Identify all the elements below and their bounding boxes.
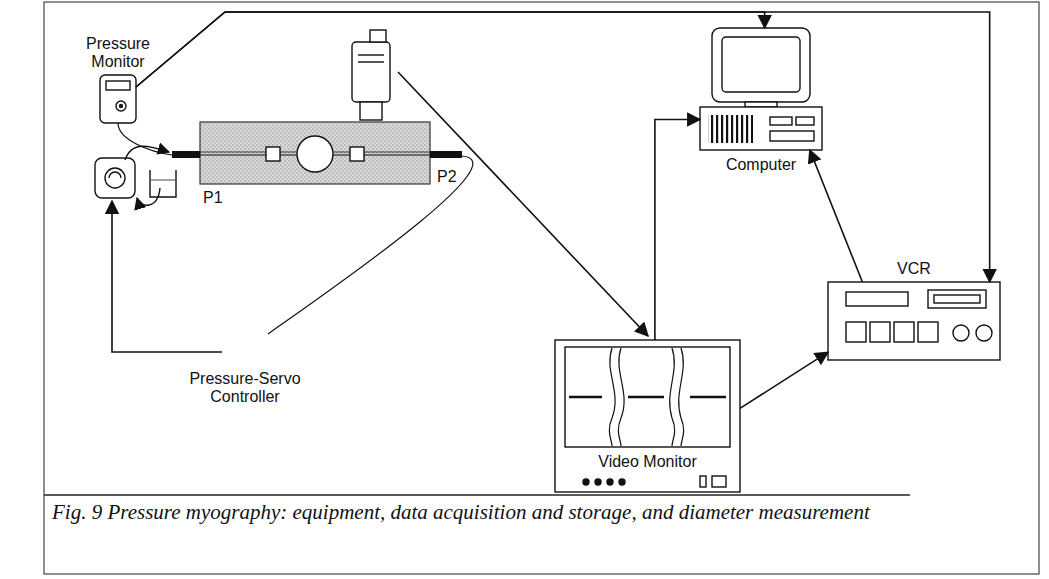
reservoir-beaker-part [150,170,176,197]
figure-caption: Fig. 9 Pressure myography: equipment, da… [52,500,960,524]
video-monitor-drawing-part [609,348,683,446]
video-monitor-drawing-part [569,396,602,399]
vcr-drawing-part [953,325,969,341]
video-monitor-drawing-part [583,479,589,485]
video-monitor-drawing [555,340,740,492]
vessel-chamber-part [430,151,462,158]
reservoir-beaker-part [151,180,175,181]
port-label: P1 [203,189,223,207]
computer-drawing-part [745,102,777,107]
servo-to-pump-line-part [112,201,222,352]
pump-part [95,158,135,198]
video-camera-part [360,102,382,120]
pressure-monitor-device-part [100,75,136,123]
frame-part [44,494,910,495]
flow-arrows-part [137,188,160,205]
video-camera-part [352,42,390,102]
computer-drawing-part [722,37,800,92]
computer-drawing-part [770,117,792,125]
video-monitor-drawing-part [607,479,613,485]
video-monitor-drawing-part [609,348,615,446]
pump-part [109,172,121,178]
signal-arrow [740,352,828,408]
pressure-monitor-device [100,75,136,123]
video-camera-part [358,61,384,62]
monitor-wire-part [118,123,172,155]
video-monitor-drawing-part [700,476,706,487]
pump-part [105,168,125,188]
computer-drawing-part [712,28,810,102]
video-monitor-drawing-part [565,347,730,447]
video-monitor-drawing-part [628,396,664,399]
video-monitor-drawing-part [595,479,601,485]
frame [44,2,1039,574]
pressure-monitor-device-part [120,105,123,108]
computer-drawing-part [796,117,814,125]
vcr-drawing-part [928,290,986,308]
video-monitor-drawing-part [712,476,726,487]
node-label: Pressure Monitor [76,35,160,71]
vcr-drawing-part [828,282,1000,360]
video-monitor-drawing-part [618,348,624,446]
signal-arrow [136,12,990,282]
reservoir-beaker [150,170,176,197]
vcr-drawing-part [846,322,866,342]
computer-drawing-part [700,107,822,150]
pressure-monitor-device-part [116,101,126,111]
vcr-drawing-part [846,292,908,306]
vcr-drawing-part [918,322,938,342]
computer: Computer [700,28,822,150]
video-camera [352,30,390,120]
video-monitor-drawing-part [619,479,625,485]
servo-to-pump-line [112,201,222,352]
node-label: Computer [706,156,816,174]
vcr-drawing-part [976,325,992,341]
node-label: Video Monitor [563,453,733,471]
computer-drawing-part [770,131,814,141]
video-monitor: Video Monitor [555,340,740,492]
pump [95,158,135,198]
vessel-chamber-part [200,122,430,184]
video-monitor-drawing-part [670,348,675,446]
flow-arrows [125,146,169,205]
vcr: VCR [828,282,1000,360]
vcr-drawing-part [934,295,980,303]
pressure-monitor: Pressure Monitor [100,75,136,123]
vcr-drawing-part [870,322,890,342]
monitor-wire [118,123,172,155]
video-monitor-drawing-part [690,396,726,399]
video-monitor-drawing-part [679,348,684,446]
vcr-drawing-part [894,322,914,342]
vessel-chamber-part [266,147,280,161]
servo-controller: Pressure-Servo Controller [222,328,268,364]
signal-arrow [136,12,765,87]
pressure-monitor-device-part [106,81,130,90]
video-camera-part [370,30,386,42]
camera-to-monitor-arrow [398,72,648,336]
port-label: P2 [437,168,457,186]
vcr-drawing [828,282,1000,360]
video-monitor-drawing-part [555,340,740,492]
node-label: VCR [874,260,954,278]
vessel-chamber-part [172,151,200,158]
node-label: Pressure-Servo Controller [180,370,310,406]
signal-arrow [655,120,700,341]
computer-drawing [700,28,822,150]
vessel-chamber-part [297,136,333,172]
computer-drawing-part [708,115,753,143]
vessel-chamber-part [350,147,364,161]
signal-arrow [810,150,863,282]
frame-part [44,2,1039,574]
video-camera-part [358,54,384,55]
vessel-chamber [172,122,462,184]
camera-to-monitor-arrow-part [398,72,648,336]
